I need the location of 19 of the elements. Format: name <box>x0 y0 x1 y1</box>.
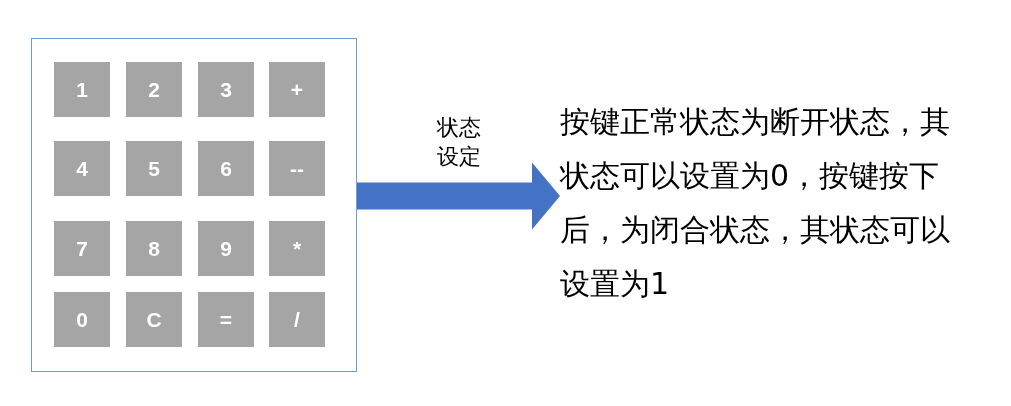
keypad-key: = <box>198 292 254 347</box>
keypad-key: C <box>126 292 182 347</box>
keypad-key: 5 <box>126 141 182 196</box>
keypad-key: * <box>269 221 325 276</box>
keypad-key: 1 <box>54 62 110 117</box>
keypad-key: 7 <box>54 221 110 276</box>
keypad-key: -- <box>269 141 325 196</box>
keypad-frame <box>31 38 357 372</box>
keypad-key: 0 <box>54 292 110 347</box>
keypad-key: + <box>269 62 325 117</box>
keypad-key: 2 <box>126 62 182 117</box>
keypad-key: 4 <box>54 141 110 196</box>
keypad-key: 3 <box>198 62 254 117</box>
keypad-key: / <box>269 292 325 347</box>
description-text: 按键正常状态为断开状态，其状态可以设置为0，按键按下后，为闭合状态，其状态可以设置为1 <box>560 95 978 311</box>
keypad-key: 8 <box>126 221 182 276</box>
keypad-key: 9 <box>198 221 254 276</box>
arrow <box>357 162 560 230</box>
keypad-key: 6 <box>198 141 254 196</box>
